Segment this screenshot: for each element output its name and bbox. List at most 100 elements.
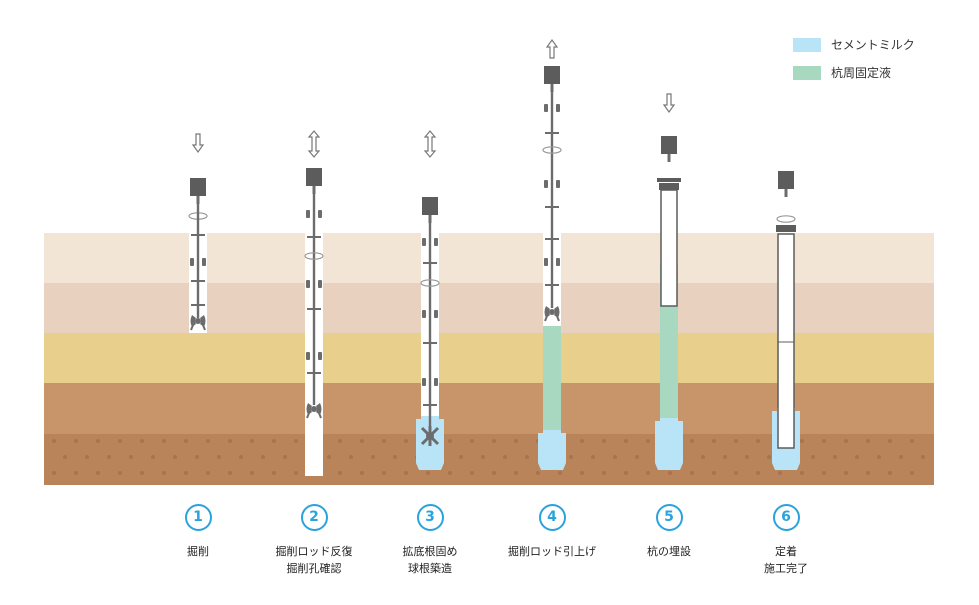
drill-rod [312, 194, 316, 405]
soil-pebble [558, 471, 562, 475]
machine-head [778, 171, 794, 189]
step-caption-line-1: 定着 [775, 545, 797, 558]
soil-pebble [712, 471, 716, 475]
rod-coupling [434, 238, 438, 246]
step-6-label: 6 定着 施工完了 [711, 504, 861, 577]
soil-pebble [646, 471, 650, 475]
soil-pebble [184, 471, 188, 475]
step-1-illustration [188, 133, 208, 333]
step-labels: 1 掘削 2 掘削ロッド反復 掘削孔確認 3 拡底根固め 球根築造 4 掘削ロッ… [0, 504, 979, 604]
rod [667, 154, 671, 162]
soil-pebble [393, 455, 397, 459]
soil-pebble [899, 455, 903, 459]
soil-pebble [756, 439, 760, 443]
soil-pebble [624, 471, 628, 475]
construction-process-diagram [44, 38, 934, 485]
soil-pebble [613, 455, 617, 459]
rod-stabilizer [545, 132, 559, 134]
step-caption-line-2: 球根築造 [408, 562, 452, 575]
soil-pebble [921, 455, 925, 459]
rotation-icon [542, 146, 562, 154]
drill-bit [554, 306, 560, 318]
rod-coupling [306, 352, 310, 360]
rod-coupling [422, 378, 426, 386]
down-arrow-icon [662, 93, 676, 114]
soil-pebble [239, 455, 243, 459]
soil-pebble [63, 455, 67, 459]
legend: セメントミルク 杭周固定液 [793, 36, 915, 92]
rod-stabilizer [307, 308, 321, 310]
soil-pebble [888, 471, 892, 475]
up-arrow-icon [545, 38, 559, 59]
soil-pebble [195, 455, 199, 459]
machine-head [544, 66, 560, 84]
rod-stabilizer [191, 280, 205, 282]
rod-stabilizer [545, 206, 559, 208]
soil-pebble [910, 439, 914, 443]
legend-item-cement-milk: セメントミルク [793, 36, 915, 53]
drill-bit-hub [549, 309, 555, 315]
soil-pebble [140, 471, 144, 475]
soil-pebble [118, 471, 122, 475]
soil-pebble [492, 471, 496, 475]
rod-coupling [190, 258, 194, 266]
soil-pebble [206, 439, 210, 443]
machine-head [190, 178, 206, 196]
soil-pebble [767, 455, 771, 459]
expansion-bit-hub [426, 432, 434, 440]
soil-pebble [668, 471, 672, 475]
rotation-icon [304, 252, 324, 260]
soil-layer [44, 283, 934, 333]
drill-bit [316, 403, 322, 415]
rod-coupling [434, 378, 438, 386]
step-3-illustration [416, 130, 444, 470]
soil-pebble [580, 439, 584, 443]
soil-pebble [723, 455, 727, 459]
pile-cap [659, 183, 679, 190]
step-caption-line-2: 施工完了 [764, 562, 808, 575]
rod-coupling [434, 310, 438, 318]
rod-coupling [422, 238, 426, 246]
soil-pebble [866, 471, 870, 475]
rotation-icon [420, 279, 440, 287]
rod-coupling [556, 104, 560, 112]
soil-pebble [107, 455, 111, 459]
soil-pebble [855, 455, 859, 459]
soil-pebble [338, 439, 342, 443]
soil-pebble [250, 471, 254, 475]
rotation-icon [776, 215, 796, 223]
soil-pebble [206, 471, 210, 475]
soil-pebble [96, 471, 100, 475]
soil-pebble [580, 471, 584, 475]
soil-pebble [74, 471, 78, 475]
rod [196, 196, 200, 204]
step-number-badge: 3 [416, 504, 444, 531]
soil-pebble [217, 455, 221, 459]
soil-pebble [118, 439, 122, 443]
legend-label: 杭周固定液 [831, 66, 892, 80]
step-4-illustration [538, 38, 566, 470]
rod-stabilizer [307, 372, 321, 374]
soil-pebble [404, 471, 408, 475]
step-6-illustration [772, 171, 800, 470]
pile-fixing-liquid-column [543, 326, 561, 430]
soil-pebble [52, 471, 56, 475]
step-caption-line-1: 掘削 [187, 545, 209, 558]
soil-pebble [712, 439, 716, 443]
soil-pebble [492, 439, 496, 443]
soil-pebble [272, 439, 276, 443]
rod-coupling [318, 210, 322, 218]
soil-pebble [481, 455, 485, 459]
step-2-label: 2 掘削ロッド反復 掘削孔確認 [239, 504, 389, 577]
rod-stabilizer [423, 404, 437, 406]
soil-pebble [162, 439, 166, 443]
soil-pebble [129, 455, 133, 459]
soil-pebble [624, 439, 628, 443]
pile-fixing-liquid-swatch [793, 65, 821, 80]
soil-pebble [459, 455, 463, 459]
soil-pebble [866, 439, 870, 443]
up-down-arrow-icon [423, 130, 437, 158]
rod-coupling [306, 210, 310, 218]
drill-bit [544, 306, 550, 318]
step-1-label: 1 掘削 [123, 504, 273, 560]
